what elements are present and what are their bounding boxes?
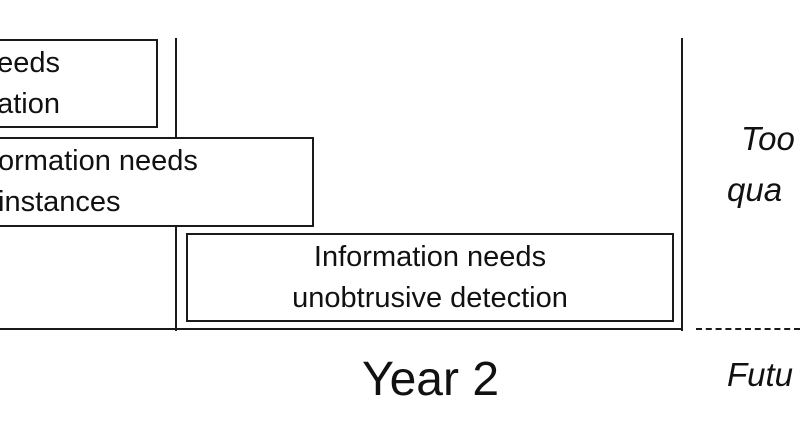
side-label-bottom: Futu bbox=[727, 356, 794, 393]
box-1-line-1: eeds bbox=[0, 46, 60, 79]
timeline-axis bbox=[0, 328, 683, 330]
year-divider-right bbox=[681, 38, 683, 331]
info-needs-box-1: eeds ation bbox=[0, 39, 158, 128]
box-2-line-2: instances bbox=[0, 186, 121, 218]
box-3-line-1: Information needs bbox=[313, 240, 547, 273]
year-label: Year 2 bbox=[362, 353, 500, 406]
box-2-line-1: ormation needs bbox=[0, 145, 198, 177]
side-label-top-line-1: Too bbox=[741, 120, 795, 157]
box-1-line-2: ation bbox=[0, 87, 60, 120]
box-3-line-2: unobtrusive detection bbox=[292, 281, 568, 314]
side-label-top-line-2: qua bbox=[727, 171, 783, 208]
info-needs-box-2: ormation needs instances bbox=[0, 137, 314, 227]
timeline-axis-dashed-extension bbox=[696, 328, 800, 330]
info-needs-box-3: Information needs unobtrusive detection bbox=[186, 233, 674, 322]
